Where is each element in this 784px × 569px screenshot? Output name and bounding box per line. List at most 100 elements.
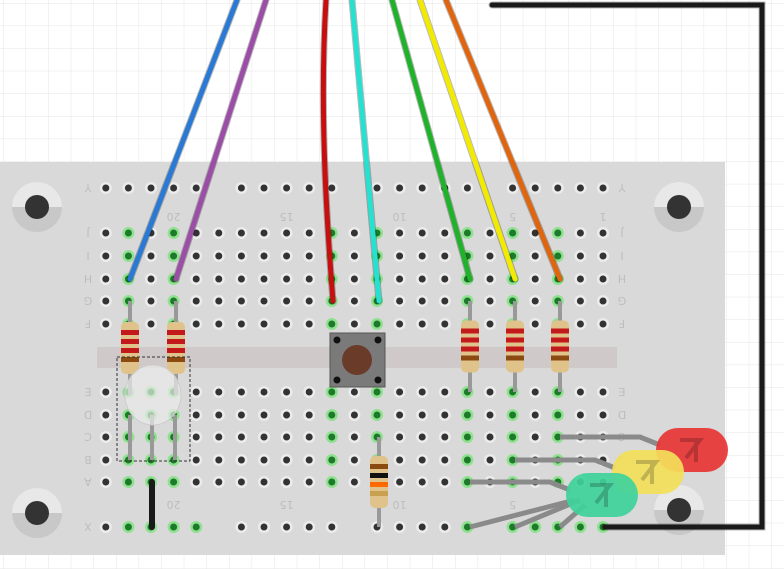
breadboard-hole — [599, 297, 607, 305]
column-number: 1 — [600, 210, 607, 223]
resistor-band — [506, 337, 524, 343]
breadboard-hole — [305, 433, 313, 441]
breadboard-hole — [396, 320, 404, 328]
breadboard-hole — [441, 456, 449, 464]
breadboard-hole — [260, 433, 268, 441]
breadboard-hole — [350, 411, 358, 419]
breadboard-hole — [237, 456, 245, 464]
breadboard-hole — [396, 252, 404, 260]
resistor-band — [506, 346, 524, 352]
wire-yellow — [417, 0, 518, 282]
breadboard-hole — [418, 433, 426, 441]
row-label: F — [619, 317, 625, 330]
breadboard-hole — [215, 320, 223, 328]
resistor-band — [551, 337, 569, 343]
breadboard-hole — [418, 388, 426, 396]
rgb-led — [124, 364, 182, 426]
mounting-hole-highlight — [12, 488, 62, 513]
breadboard-hole — [283, 411, 291, 419]
breadboard-hole — [305, 478, 313, 486]
breadboard-hole — [305, 523, 313, 531]
breadboard-hole — [486, 297, 494, 305]
breadboard-hole — [328, 184, 336, 192]
breadboard-hole — [531, 411, 539, 419]
breadboard-hole — [305, 229, 313, 237]
breadboard-hole — [102, 229, 110, 237]
breadboard-hole — [576, 184, 584, 192]
breadboard-hole — [237, 388, 245, 396]
breadboard-hole — [260, 320, 268, 328]
row-label: H — [84, 272, 92, 285]
breadboard-hole — [124, 229, 132, 237]
breadboard-hole — [283, 456, 291, 464]
resistor-band — [370, 491, 388, 496]
breadboard-hole — [260, 388, 268, 396]
breadboard-hole — [486, 275, 494, 283]
breadboard-hole — [441, 478, 449, 486]
breadboard-hole — [215, 388, 223, 396]
breadboard-hole — [418, 411, 426, 419]
breadboard-hole — [509, 229, 517, 237]
breadboard-hole — [509, 411, 517, 419]
breadboard-hole — [328, 320, 336, 328]
breadboard-hole — [215, 456, 223, 464]
breadboard-hole — [486, 433, 494, 441]
breadboard-hole — [170, 229, 178, 237]
mounting-hole — [25, 501, 49, 525]
resistor-band — [370, 464, 388, 469]
breadboard-hole — [147, 320, 155, 328]
breadboard-hole — [441, 523, 449, 531]
breadboard-hole — [531, 523, 539, 531]
breadboard-hole — [463, 184, 471, 192]
led-green — [566, 473, 638, 517]
row-label: B — [84, 453, 92, 466]
mounting-hole-highlight — [654, 182, 704, 207]
breadboard-hole — [305, 411, 313, 419]
breadboard-hole — [350, 433, 358, 441]
breadboard-hole — [350, 229, 358, 237]
breadboard-hole — [576, 297, 584, 305]
breadboard-hole — [237, 184, 245, 192]
column-number: 15 — [280, 210, 294, 223]
breadboard-hole — [441, 297, 449, 305]
breadboard-hole — [554, 229, 562, 237]
breadboard-hole — [147, 252, 155, 260]
breadboard-hole — [486, 388, 494, 396]
breadboard-hole — [147, 297, 155, 305]
resistor-band — [461, 328, 479, 334]
breadboard-hole — [192, 320, 200, 328]
breadboard-hole — [215, 252, 223, 260]
breadboard-hole — [124, 184, 132, 192]
pushbutton-cap — [342, 345, 372, 375]
column-number: 15 — [280, 498, 294, 511]
breadboard-hole — [260, 411, 268, 419]
breadboard-hole — [531, 252, 539, 260]
breadboard-hole — [192, 388, 200, 396]
resistor-band — [121, 357, 139, 362]
breadboard-hole — [305, 252, 313, 260]
breadboard-hole — [328, 478, 336, 486]
breadboard-hole — [576, 229, 584, 237]
breadboard-hole — [215, 229, 223, 237]
breadboard-hole — [283, 478, 291, 486]
row-label: D — [618, 408, 626, 421]
breadboard-hole — [554, 184, 562, 192]
breadboard-hole — [328, 456, 336, 464]
row-label: E — [618, 385, 625, 398]
breadboard-hole — [350, 388, 358, 396]
resistor-band — [167, 339, 185, 344]
breadboard-hole — [463, 411, 471, 419]
row-label: E — [84, 385, 91, 398]
mounting-hole — [25, 195, 49, 219]
breadboard-hole — [373, 411, 381, 419]
breadboard-hole — [599, 275, 607, 283]
breadboard-hole — [576, 388, 584, 396]
pushbutton-pin — [333, 336, 341, 344]
breadboard-hole — [418, 320, 426, 328]
breadboard-hole — [147, 275, 155, 283]
breadboard-hole — [283, 388, 291, 396]
breadboard-hole — [396, 297, 404, 305]
breadboard-hole — [260, 275, 268, 283]
breadboard-hole — [283, 229, 291, 237]
